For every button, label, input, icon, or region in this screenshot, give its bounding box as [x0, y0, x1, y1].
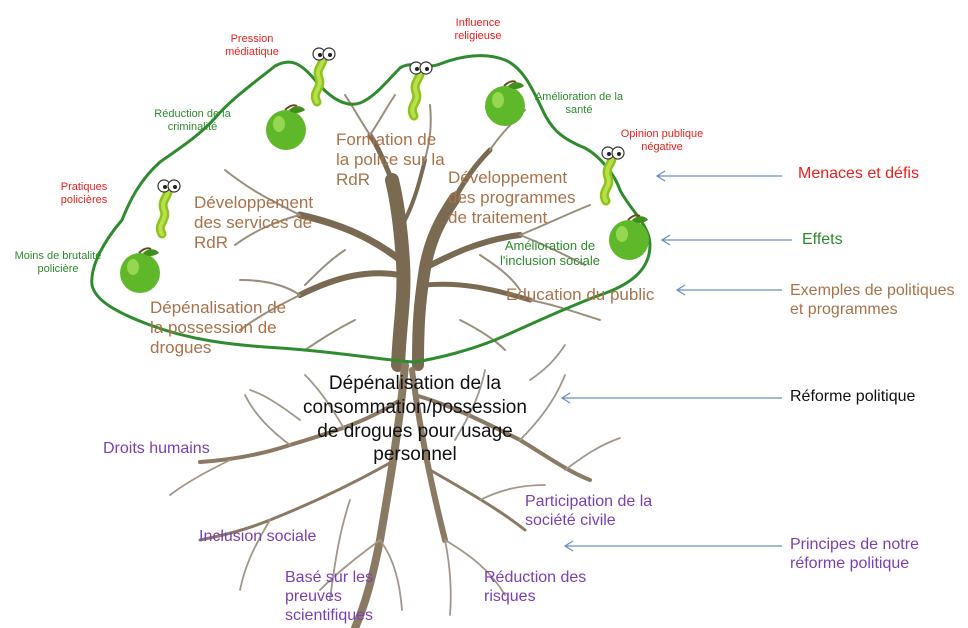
- reform-text: Dépénalisation de la consommation/posses…: [280, 372, 550, 467]
- worm-icon: [400, 58, 442, 120]
- effect-brutalite: Moins de brutalité policière: [2, 250, 114, 276]
- legend-reforme: Réforme politique: [790, 388, 915, 407]
- principle-droits-humains: Droits humains: [103, 440, 233, 459]
- threat-opinion-publique: Opinion publique négative: [612, 128, 712, 154]
- effect-criminalite: Réduction de la criminalité: [140, 108, 245, 134]
- apple-icon: [482, 76, 528, 128]
- policy-dev-services: Développement des services de RdR: [194, 193, 334, 253]
- worm-icon: [148, 176, 190, 238]
- effect-sante: Amélioration de la santé: [523, 91, 635, 117]
- apple-icon: [263, 100, 309, 152]
- principle-reduction-risques: Réduction des risques: [484, 569, 604, 607]
- legend-effets: Effets: [802, 231, 843, 250]
- principle-inclusion-sociale: Inclusion sociale: [199, 528, 339, 547]
- principle-participation-societe: Participation de la société civile: [525, 493, 685, 531]
- legend-exemples: Exemples de politiques et programmes: [790, 282, 955, 320]
- worm-icon: [303, 44, 345, 106]
- principle-preuves-scientifiques: Basé sur les preuves scientifiques: [285, 569, 395, 626]
- policy-depenalisation-possession: Dépénalisation de la possession de drogu…: [150, 298, 300, 358]
- threat-influence-religieuse: Influence religieuse: [438, 17, 518, 43]
- effect-inclusion-sociale: Amélioration de l'inclusion sociale: [490, 238, 610, 269]
- threat-pression-mediatique: Pression médiatique: [212, 33, 292, 59]
- threat-pratiques-policieres: Pratiques policières: [44, 181, 124, 207]
- policy-education-public: Education du public: [506, 285, 666, 305]
- policy-dev-programmes: Développement des programmes de traiteme…: [448, 168, 593, 228]
- apple-icon: [117, 243, 163, 295]
- apple-icon: [606, 210, 652, 262]
- legend-menaces: Menaces et défis: [798, 165, 919, 184]
- legend-principes: Principes de notre réforme politique: [790, 536, 919, 574]
